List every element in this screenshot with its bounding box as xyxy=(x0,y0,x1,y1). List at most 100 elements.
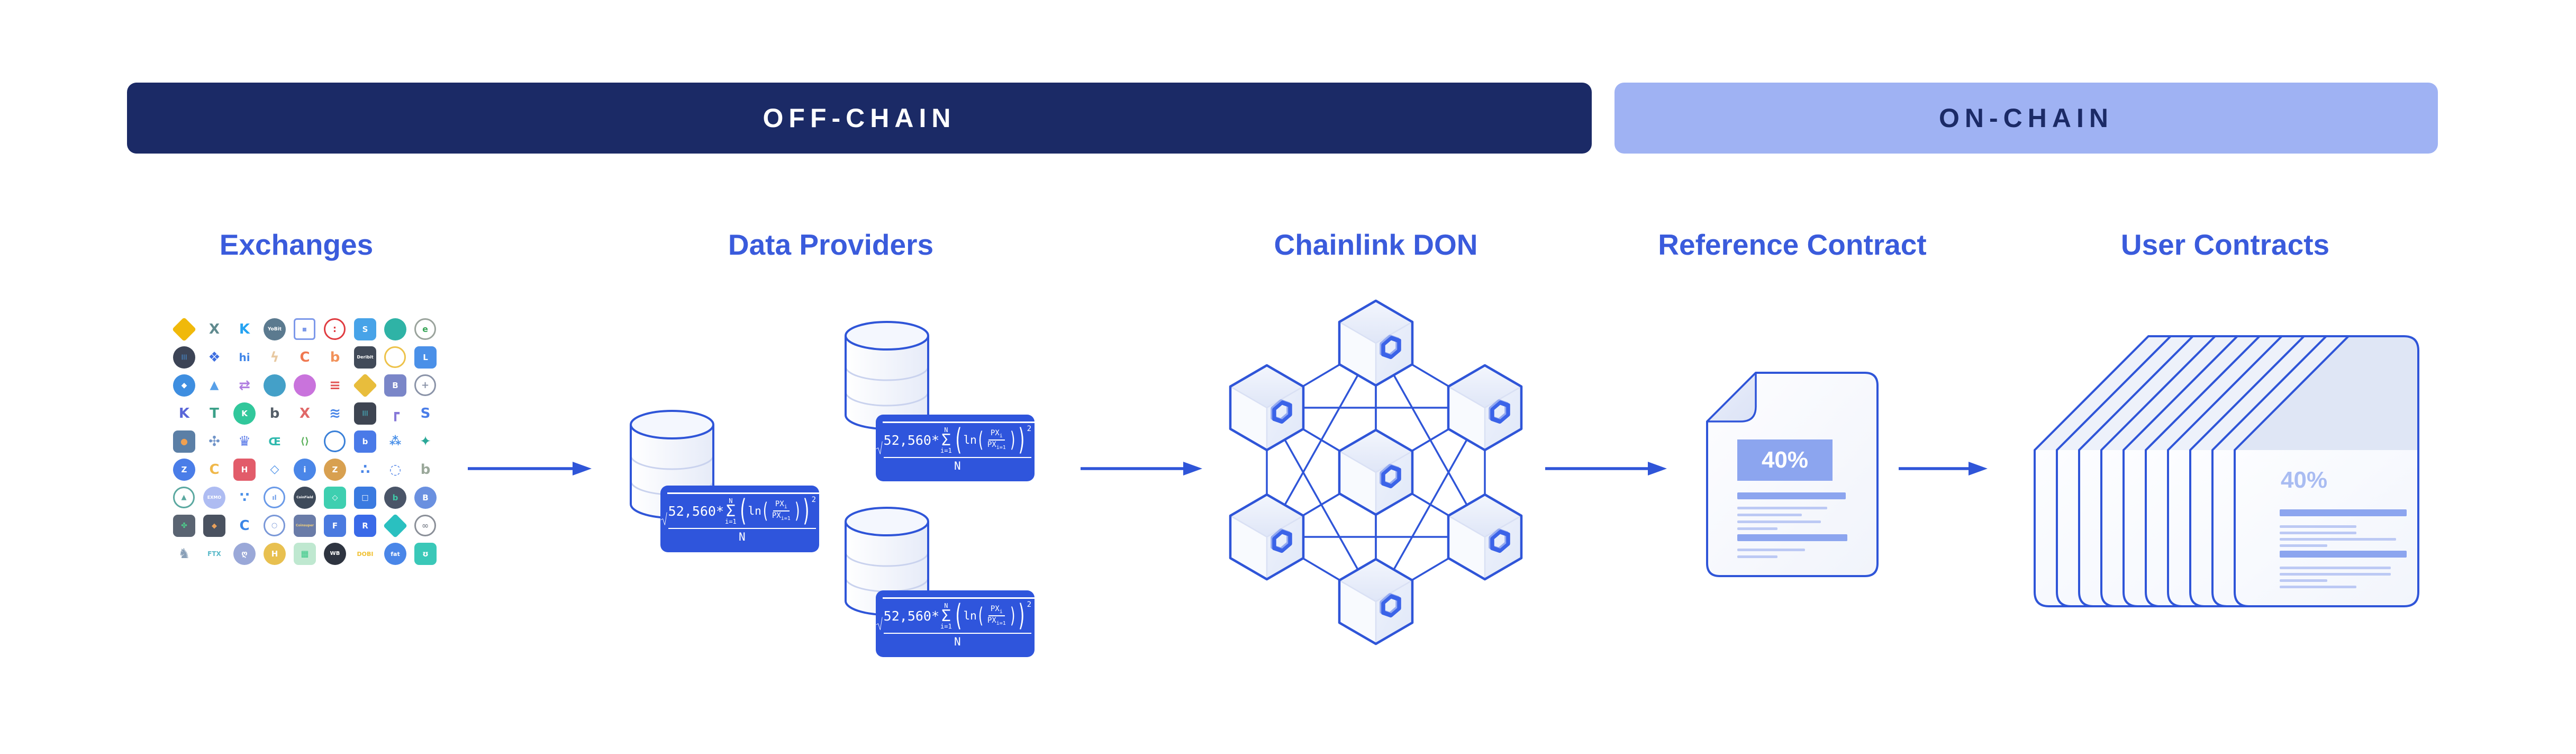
don-node-cube xyxy=(1229,364,1305,452)
exchange-icon-exchange xyxy=(383,513,408,538)
summation: N Σ i=1 xyxy=(725,497,737,525)
exchange-icon-exchange: ┏ xyxy=(391,406,400,421)
exchange-icon-exchange: □ xyxy=(354,487,376,509)
exchange-icon-exchange: B xyxy=(384,374,406,397)
exchange-icon-ftx: FTX xyxy=(207,550,221,558)
text-line xyxy=(2280,551,2407,558)
volatility-formula-card: 52,560* N Σ i=1 ( ln ( PXi PXi=1 ) ) 2 N xyxy=(876,415,1035,481)
user-contracts-stack: 40% xyxy=(2032,318,2450,614)
formula-ln: ln xyxy=(963,433,977,446)
exchange-icon-exchange: H xyxy=(264,543,286,565)
sqrt-radical xyxy=(876,617,883,630)
arrow-reference-to-user-contracts xyxy=(1899,462,1988,475)
arrow-don-to-reference-contract xyxy=(1545,462,1667,475)
exchange-icon-exchange: ◇ xyxy=(270,463,279,476)
data-providers-title: Data Providers xyxy=(728,228,934,261)
text-line xyxy=(2280,532,2356,534)
off-chain-label: OFF-CHAIN xyxy=(763,103,956,133)
sqrt-radical xyxy=(660,512,667,525)
exchange-icon-fatbtc: fat xyxy=(384,543,406,565)
don-node-cube xyxy=(1229,493,1305,581)
exchange-icon-exchange: C xyxy=(239,518,250,534)
text-line xyxy=(1737,514,1802,516)
exchange-icon-okx: ❖ xyxy=(208,349,221,365)
exchange-icon-exchange: X xyxy=(299,406,311,421)
arrow-data-providers-to-don xyxy=(1081,462,1202,475)
exchange-icon-exchange: ◆ xyxy=(173,374,195,397)
formula-denominator: N xyxy=(739,531,746,543)
volatility-formula-card: 52,560* N Σ i=1 ( ln ( PXi PXi=1 ) ) 2 N xyxy=(876,590,1035,657)
exchange-icon-stex: S xyxy=(354,318,376,340)
exchange-icon-exchange: ▲ xyxy=(210,379,219,392)
exchange-icon-exchange xyxy=(352,373,378,398)
formula-exponent: 2 xyxy=(1027,600,1031,609)
exchange-icon-kucoin: K xyxy=(239,321,250,337)
exchange-icon-exchange: ϟ xyxy=(270,349,279,365)
exchange-icon-exchange: : xyxy=(324,318,346,340)
sqrt-radical xyxy=(876,441,883,454)
text-line xyxy=(2280,544,2327,547)
chainlink-don-network xyxy=(1228,294,1527,650)
don-node-cube xyxy=(1447,364,1523,452)
on-chain-label: ON-CHAIN xyxy=(1939,103,2114,133)
exchange-icon-exchange: ღ xyxy=(233,543,256,565)
text-line xyxy=(1737,527,1777,530)
text-line xyxy=(2280,509,2407,516)
text-line xyxy=(1737,534,1847,541)
text-line xyxy=(1737,520,1821,523)
user-contracts-title: User Contracts xyxy=(2120,228,2330,261)
exchange-icon-exchange: ✦ xyxy=(420,434,431,450)
exchange-icon-exchange: b xyxy=(330,349,340,365)
don-node-cube xyxy=(1338,428,1414,516)
exchange-icon-exchange: ||| xyxy=(173,346,195,369)
text-line xyxy=(1737,549,1805,551)
exchange-icon-coinfield: CoinField xyxy=(294,487,316,509)
volatility-formula-card: 52,560* N Σ i=1 ( ln ( PXi PXi=1 ) ) 2 N xyxy=(660,486,819,552)
reference-contract-title: Reference Contract xyxy=(1658,228,1927,261)
text-line xyxy=(1737,507,1827,509)
exchange-icon-exchange: ≡ xyxy=(329,378,341,393)
exchange-icon-exchange: b xyxy=(269,406,280,421)
text-line xyxy=(1737,492,1846,499)
exchange-icon-exchange: ● xyxy=(173,430,195,453)
exchange-icon-exchange: ⁂ xyxy=(389,435,402,448)
formula-ln: ln xyxy=(963,609,977,622)
exchange-icon-exchange: ♞ xyxy=(178,546,191,562)
price-ratio-fraction: PXi PXi=1 xyxy=(772,500,791,522)
exchange-icon-exchange: H xyxy=(233,459,256,481)
chainlink-don-title: Chainlink DON xyxy=(1274,228,1478,261)
reference-value: 40% xyxy=(1761,447,1809,473)
exchange-icon-exchange xyxy=(384,318,406,340)
formula-denominator: N xyxy=(954,460,961,472)
exchange-icon-exchange: i xyxy=(294,459,316,481)
exchange-icon-exchange xyxy=(294,374,316,397)
exchange-icon-exchange: ♛ xyxy=(238,434,251,450)
exchange-icon-exchange: ⇄ xyxy=(239,378,250,393)
don-node-cube xyxy=(1447,493,1523,581)
exchange-icon-exchange: ıl xyxy=(264,487,285,508)
exchange-icon-exchange: + xyxy=(414,374,436,396)
exchange-icon-exmo: EXMO xyxy=(203,487,225,509)
formula-ln: ln xyxy=(748,504,761,517)
exchange-icon-exchange: B xyxy=(414,487,437,509)
stacked-documents-icon xyxy=(2034,335,2419,607)
price-ratio-fraction: PXi PXi=1 xyxy=(987,429,1006,451)
text-line xyxy=(2280,567,2391,569)
exchange-icon-exchange: ∵ xyxy=(239,490,250,506)
exchange-icon-exchange: ◆ xyxy=(203,515,225,537)
formula-coefficient: 52,560* xyxy=(668,503,724,519)
chainlink-logo-icon xyxy=(1271,399,1292,424)
text-line xyxy=(2280,538,2396,541)
chainlink-logo-icon xyxy=(1380,464,1401,489)
exchange-icon-exchange xyxy=(324,430,346,452)
exchange-icon-exchange xyxy=(264,374,286,397)
text-line xyxy=(2280,579,2327,582)
exchange-icon-exchange: b xyxy=(384,487,406,509)
exchange-icon-exchange: ◌ xyxy=(389,462,402,478)
don-node-cube xyxy=(1338,299,1414,387)
text-line xyxy=(2280,586,2356,588)
text-line xyxy=(1737,555,1777,558)
exchange-icon-deribit: Deribit xyxy=(354,346,376,369)
text-line xyxy=(2280,525,2356,528)
